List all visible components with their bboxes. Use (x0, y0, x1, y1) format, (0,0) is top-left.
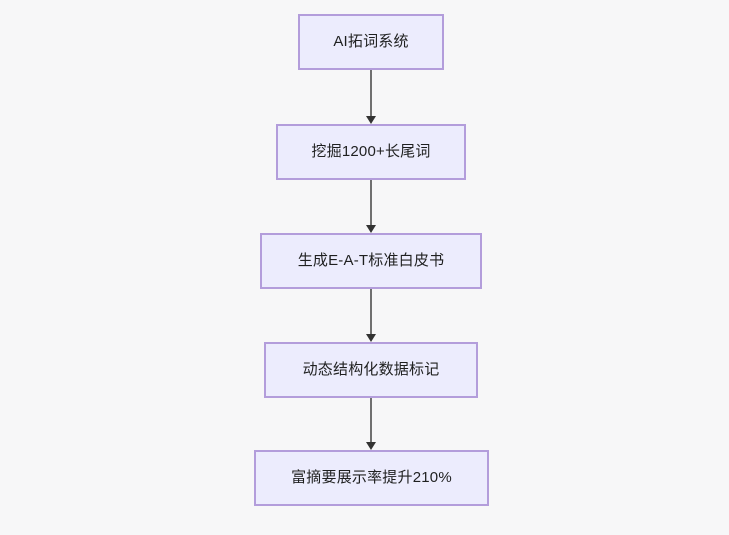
flow-node-structured-data-markup[interactable]: 动态结构化数据标记 (264, 342, 478, 398)
flow-node-label: 生成E-A-T标准白皮书 (297, 252, 445, 269)
flow-node-eat-whitepaper[interactable]: 生成E-A-T标准白皮书 (260, 233, 482, 289)
flow-node-label: 挖掘1200+长尾词 (311, 143, 431, 160)
flow-node-rich-snippet-uplift[interactable]: 富摘要展示率提升210% (254, 450, 489, 506)
flow-node-longtail-keywords[interactable]: 挖掘1200+长尾词 (276, 124, 466, 180)
connector-arrowhead-2 (366, 225, 376, 233)
connector-arrowhead-1 (366, 116, 376, 124)
connector-arrowhead-4 (366, 442, 376, 450)
connector-line-4 (370, 398, 372, 442)
connector-arrowhead-3 (366, 334, 376, 342)
connector-line-1 (370, 70, 372, 116)
connector-line-2 (370, 180, 372, 225)
flow-node-label: 富摘要展示率提升210% (291, 469, 452, 486)
flow-node-label: 动态结构化数据标记 (302, 361, 440, 378)
connector-line-3 (370, 289, 372, 334)
flow-node-ai-keyword-system[interactable]: AI拓词系统 (298, 14, 444, 70)
flow-node-label: AI拓词系统 (333, 33, 409, 50)
